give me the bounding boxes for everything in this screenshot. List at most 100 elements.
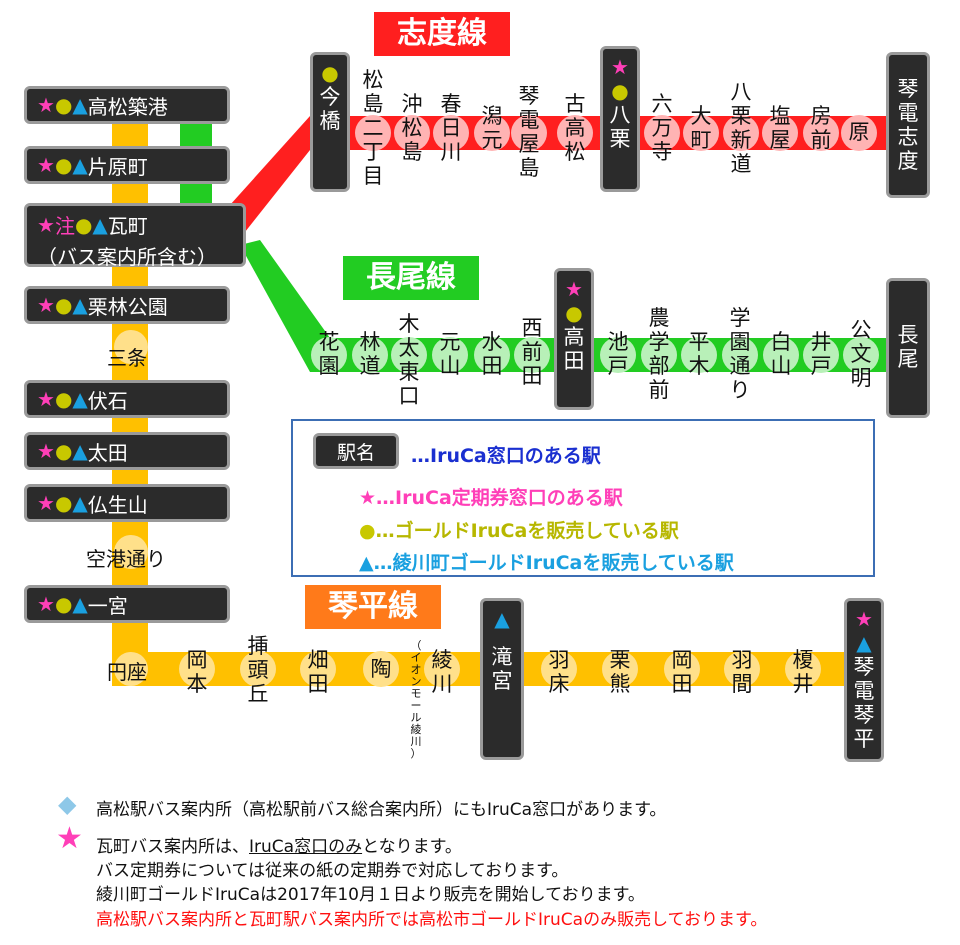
station-okamoto: 岡本 <box>186 648 208 696</box>
station-halo <box>803 115 839 151</box>
triangle-icon: ▲ <box>72 592 88 616</box>
station-nagao: 長尾 <box>886 278 930 418</box>
station-ota: ★●▲太田 <box>24 432 230 470</box>
station-ikenobe: 池戸 <box>607 330 629 378</box>
station-ayagawa-note: （イオンモール綾川） <box>410 639 422 760</box>
triangle-icon: ▲ <box>359 552 374 574</box>
station-mizuta: 水田 <box>481 330 503 378</box>
station-halo <box>644 115 680 151</box>
legend-star-desc: …IruCa定期券窓口のある駅 <box>376 487 623 509</box>
station-kurikuma: 栗熊 <box>609 648 631 696</box>
station-name: 琴電志度 <box>897 77 919 173</box>
station-kasuga-gawa: 春日川 <box>440 92 462 164</box>
note-bus-pass: バス定期券については従来の紙の定期券で対応しております。 <box>96 861 569 881</box>
station-fusazaki: 房前 <box>810 104 832 152</box>
station-name: 今橋 <box>319 85 341 133</box>
station-kotoden-kotohira: ★ ▲ 琴電琴平 <box>844 598 884 762</box>
station-name: 片原町 <box>87 154 148 179</box>
station-halo <box>843 337 879 373</box>
station-shirayama: 白山 <box>770 330 792 378</box>
station-name: 高田 <box>563 325 585 373</box>
station-ido: 井戸 <box>810 330 832 378</box>
legend-tri-row: ▲…綾川町ゴールドIruCaを販売している駅 <box>359 548 734 575</box>
circle-icon: ● <box>74 212 93 237</box>
station-halo <box>300 651 336 687</box>
station-motoyama: 元山 <box>439 330 461 378</box>
station-halo <box>352 337 388 373</box>
station-hanazono: 花園 <box>318 330 340 378</box>
station-halo <box>391 337 427 373</box>
station-ritsurin-koen: ★●▲栗林公園 <box>24 286 230 324</box>
note-kawaramachi: 瓦町バス案内所は、IruCa窓口のみとなります。 <box>96 832 462 857</box>
station-busshozan: ★●▲仏生山 <box>24 484 230 522</box>
station-halo <box>602 651 638 687</box>
station-rokumanji: 六万寺 <box>651 92 673 164</box>
diamond-icon: ◆ <box>58 790 77 818</box>
triangle-icon: ▲ <box>856 631 872 655</box>
star-icon: ★ <box>56 821 83 856</box>
station-hara: 原 <box>848 120 870 144</box>
station-halo <box>557 115 593 151</box>
station-hayuka: 羽床 <box>548 648 570 696</box>
station-omachi: 大町 <box>690 104 712 152</box>
circle-icon: ● <box>54 491 73 515</box>
station-halo <box>724 651 760 687</box>
station-nishimaeda: 西前田 <box>521 316 543 388</box>
station-halo <box>723 115 759 151</box>
station-halo <box>683 115 719 151</box>
station-name: 栗林公園 <box>87 294 168 319</box>
station-takinomiya: ▲ 滝宮 <box>480 598 524 760</box>
station-halo <box>681 337 717 373</box>
station-halo <box>664 651 700 687</box>
station-halo <box>803 337 839 373</box>
circle-icon: ● <box>54 293 73 317</box>
station-halo <box>600 337 636 373</box>
station-kotoden-yashima: 琴電屋島 <box>518 84 540 180</box>
station-halo <box>763 337 799 373</box>
nagao-diagonal-band <box>240 240 330 372</box>
station-halo <box>541 651 577 687</box>
station-yakuri: ★ ● 八栗 <box>600 46 640 192</box>
nagao-line-title: 長尾線 <box>343 256 479 300</box>
station-ichinomiya: ★●▲一宮 <box>24 585 230 623</box>
circle-icon: ● <box>565 301 583 325</box>
station-imabashi: ● 今橋 <box>310 52 350 192</box>
station-halo <box>474 337 510 373</box>
station-takata: ★ ● 高田 <box>554 268 594 410</box>
station-halo <box>114 535 148 569</box>
station-name: 滝宮 <box>491 645 513 693</box>
star-icon: ★ <box>37 439 55 463</box>
station-sue: 陶 <box>370 657 392 681</box>
station-fuseishi: ★●▲伏石 <box>24 380 230 418</box>
note-red: 高松駅バス案内所と瓦町駅バス案内所では高松市ゴールドIruCaのみ販売しておりま… <box>96 910 768 930</box>
kotohira-line-title: 琴平線 <box>305 585 441 629</box>
station-sanjo: 三条 <box>107 346 147 370</box>
note-kawaramachi-pre: 瓦町バス案内所は、 <box>96 837 249 857</box>
triangle-icon: ▲ <box>72 439 88 463</box>
station-kataharamachi: ★●▲片原町 <box>24 146 230 184</box>
station-halo <box>514 337 550 373</box>
station-kawaramoto: 潟元 <box>481 104 503 152</box>
star-icon: ★ <box>855 607 873 631</box>
circle-icon: ● <box>54 592 73 616</box>
station-ayagawa: 綾川 <box>431 648 453 696</box>
station-name: 高松築港 <box>87 94 168 119</box>
note-mark: 注 <box>54 214 75 238</box>
station-halo <box>114 330 148 364</box>
legend-box-desc: …IruCa窓口のある駅 <box>411 445 601 467</box>
station-yakuri-shinmichi: 八栗新道 <box>730 80 752 176</box>
note-kawaramachi-post: となります。 <box>362 837 462 857</box>
station-halo <box>762 115 798 151</box>
station-name: 八栗 <box>609 103 631 151</box>
shido-line-title: 志度線 <box>374 12 510 56</box>
station-haazama: 羽間 <box>731 648 753 696</box>
star-icon: ★ <box>359 487 377 509</box>
triangle-icon: ▲ <box>72 387 88 411</box>
legend-box: 駅名 …IruCa窓口のある駅 ★…IruCa定期券窓口のある駅 ●…ゴールドI… <box>291 419 875 577</box>
circle-icon: ● <box>54 153 73 177</box>
station-halo <box>785 651 821 687</box>
station-okada: 岡田 <box>671 648 693 696</box>
station-nogakubumae: 農学部前 <box>648 306 670 402</box>
station-kobunmei: 公文明 <box>850 318 872 390</box>
